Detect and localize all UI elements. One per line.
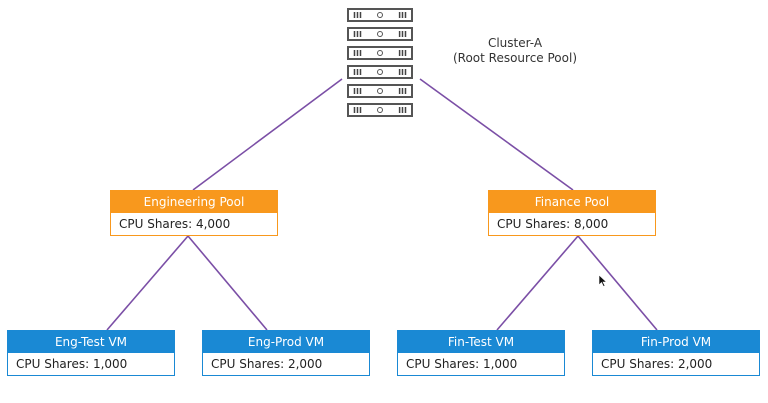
vm-name: Eng-Prod VM [203,331,369,353]
vm-name: Fin-Test VM [398,331,564,353]
vm-shares: CPU Shares: 2,000 [211,357,323,371]
vm-shares: CPU Shares: 1,000 [16,357,128,371]
pool-shares: CPU Shares: 8,000 [497,217,609,231]
pool-name: Finance Pool [489,191,655,213]
pool-finance: Finance Pool CPU Shares: 8,000 [488,190,656,236]
pool-name: Engineering Pool [111,191,277,213]
connector-engineering-engprod [187,235,268,331]
vm-shares: CPU Shares: 2,000 [601,357,713,371]
connector-finance-fintest [496,235,579,331]
vm-shares: CPU Shares: 1,000 [406,357,518,371]
vm-name: Eng-Test VM [8,331,174,353]
vm-fin-test: Fin-Test VM CPU Shares: 1,000 [397,330,565,376]
connector-root-finance [419,78,574,191]
connector-finance-finprod [577,235,658,331]
cluster-label: Cluster-A (Root Resource Pool) [440,36,590,66]
vm-eng-prod: Eng-Prod VM CPU Shares: 2,000 [202,330,370,376]
cluster-name: Cluster-A [487,36,543,50]
connector-engineering-engtest [106,235,189,331]
pool-engineering: Engineering Pool CPU Shares: 4,000 [110,190,278,236]
vm-eng-test: Eng-Test VM CPU Shares: 1,000 [7,330,175,376]
vm-name: Fin-Prod VM [593,331,759,353]
cluster-subtitle: (Root Resource Pool) [452,51,578,65]
pool-shares: CPU Shares: 4,000 [119,217,231,231]
connector-root-engineering [192,78,343,191]
vm-fin-prod: Fin-Prod VM CPU Shares: 2,000 [592,330,760,376]
mouse-cursor-icon [598,274,608,287]
